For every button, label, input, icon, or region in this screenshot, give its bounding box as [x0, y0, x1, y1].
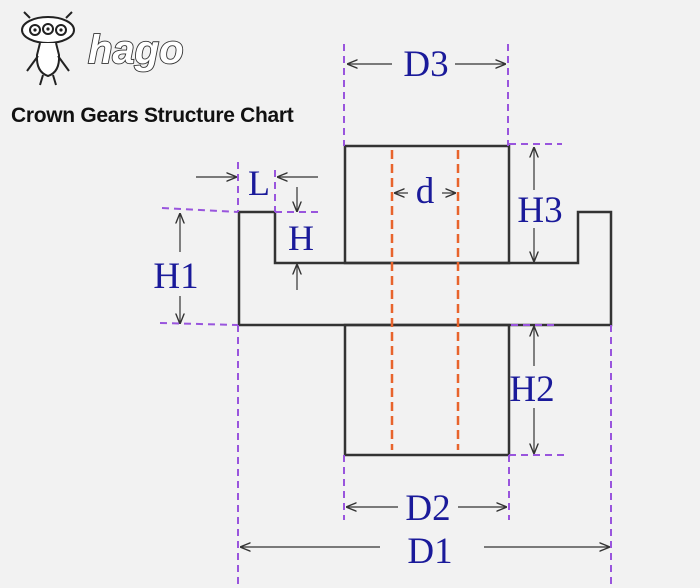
label-d-bore: d	[416, 171, 435, 212]
gear-outline	[237, 144, 613, 457]
dimension-arrows	[180, 64, 609, 547]
bottom-hub	[343, 323, 511, 457]
label-l: L	[248, 163, 270, 203]
logo-wordmark: hago	[88, 28, 184, 72]
label-h2: H2	[509, 369, 554, 410]
dimension-labels: D3 L d H H3 H1 H2 D2 D1	[153, 44, 562, 572]
bore-center-lines	[390, 150, 460, 450]
hago-logo: hago	[21, 11, 184, 86]
page-title: Crown Gears Structure Chart	[11, 104, 294, 127]
crown-flange	[237, 210, 613, 327]
label-h3: H3	[517, 190, 562, 231]
label-h1: H1	[153, 256, 198, 297]
label-h: H	[288, 218, 314, 258]
label-d2: D2	[405, 488, 450, 529]
label-d1: D1	[407, 531, 452, 572]
extension-lines	[159, 44, 612, 588]
alien-mascot-icon	[21, 11, 75, 86]
label-d3: D3	[403, 44, 448, 85]
